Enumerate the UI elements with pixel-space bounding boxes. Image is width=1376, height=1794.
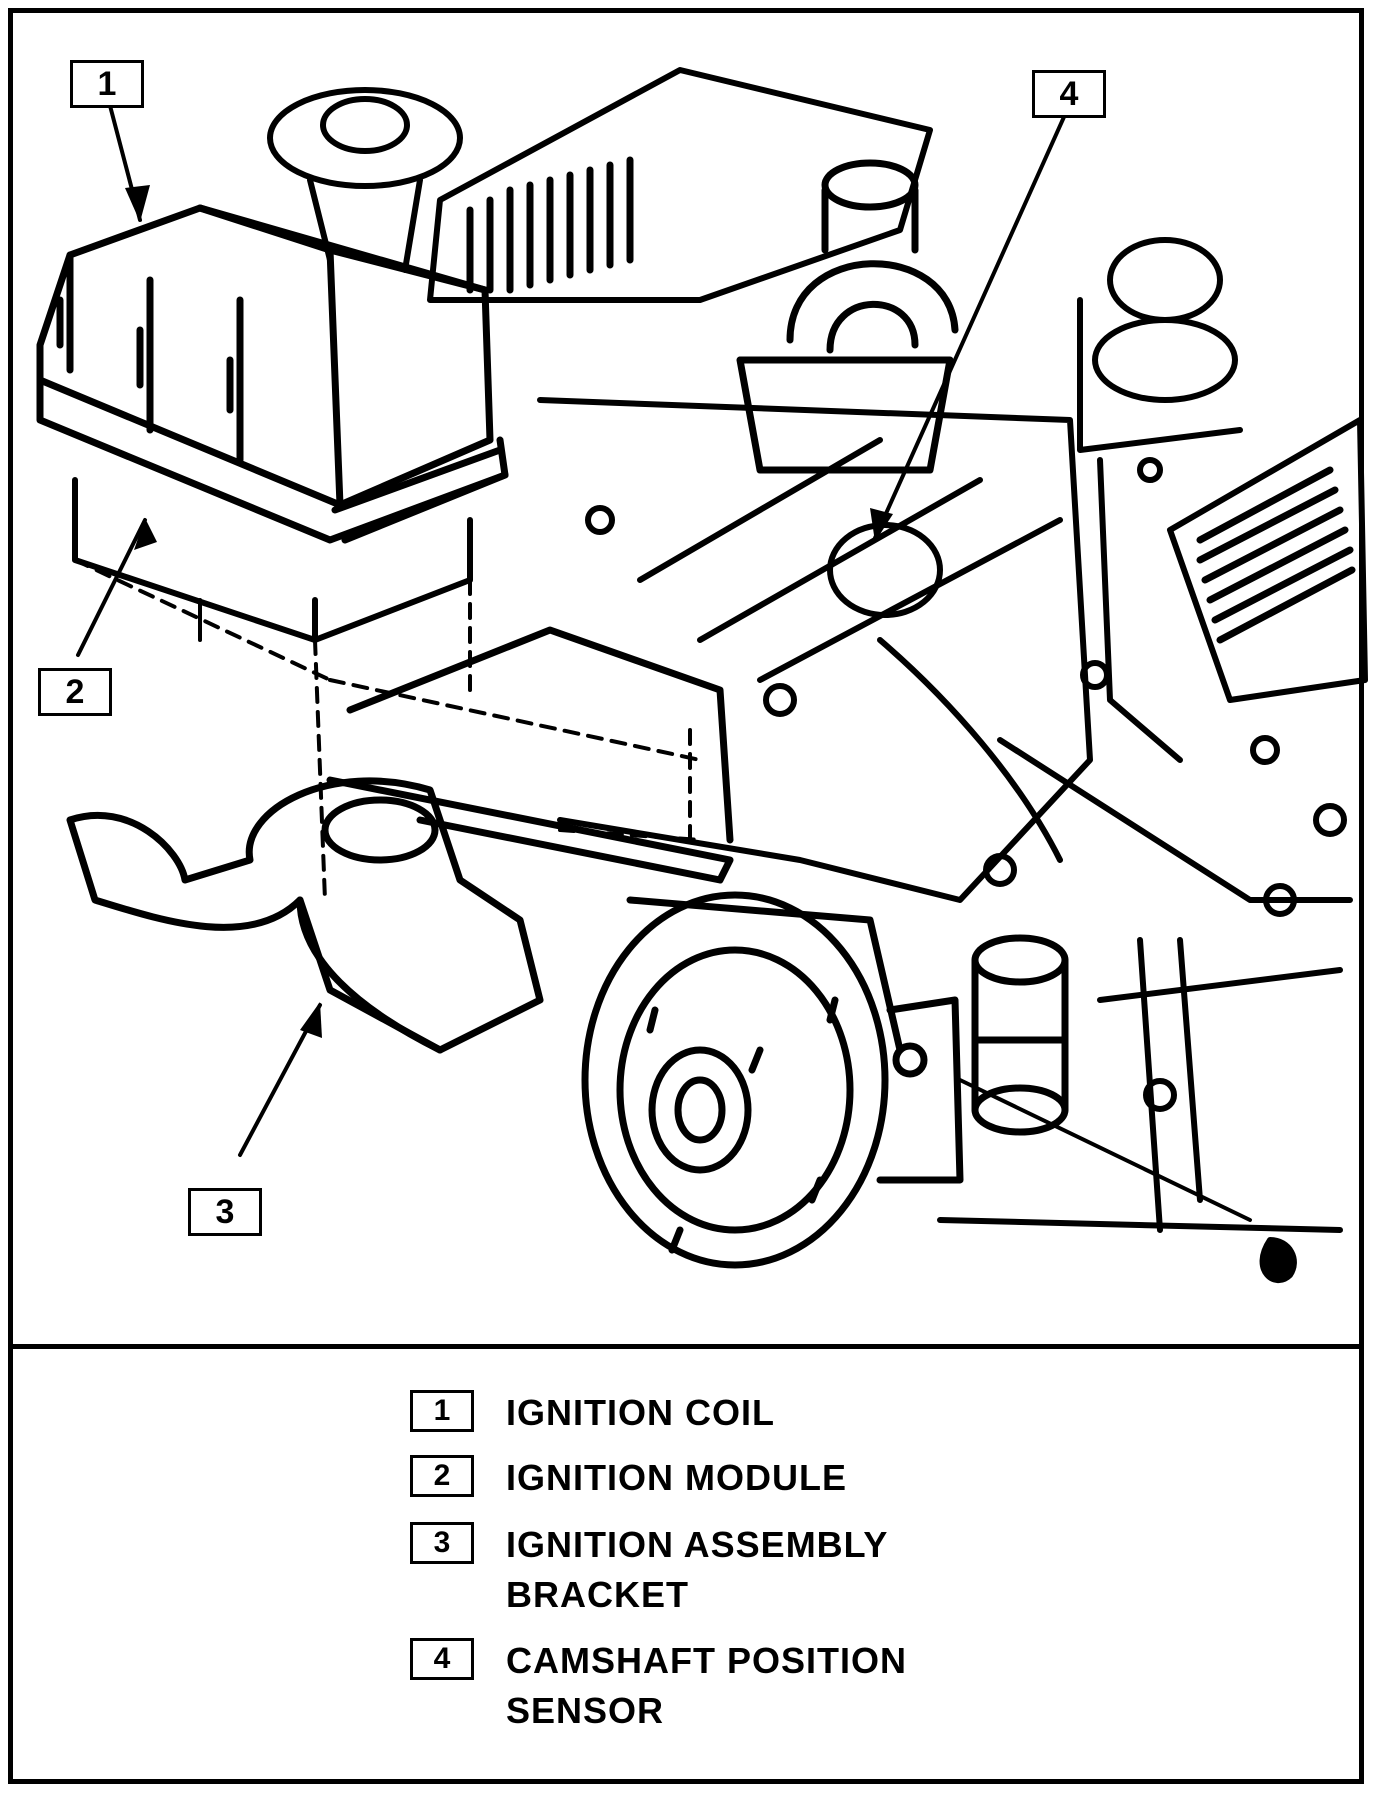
leader-lines (76, 96, 1252, 1222)
oil-filler-neck (267, 87, 463, 273)
callout-ignition-module: 2 (38, 668, 112, 716)
legend-number: 1 (410, 1390, 474, 1432)
camshaft-position-sensor (626, 896, 1069, 1184)
intake-manifold-right (1077, 237, 1243, 763)
legend-label: IGNITION ASSEMBLY BRACKET (506, 1524, 889, 1615)
engine-illustration (36, 67, 1368, 1283)
ignition-module (72, 477, 473, 643)
callout-camshaft-sensor: 4 (1032, 70, 1106, 118)
right-valve-cover (1167, 417, 1368, 703)
ignition-coil-assembly (36, 204, 509, 544)
legend-label: IGNITION MODULE (506, 1457, 847, 1498)
ignition-bracket (66, 626, 734, 1054)
legend-label: CAMSHAFT POSITION SENSOR (506, 1640, 907, 1731)
callout-ignition-bracket: 3 (188, 1188, 262, 1236)
oil-pan-rail (937, 967, 1343, 1283)
crankshaft-pulley (581, 891, 889, 1269)
diagram-frame (8, 8, 1364, 1784)
intake-elbow (736, 159, 959, 474)
legend-divider (8, 1344, 1360, 1349)
engine-block (537, 397, 1353, 1233)
legend-label: IGNITION COIL (506, 1392, 775, 1433)
assembly-dashes (73, 558, 702, 902)
arrowheads (125, 185, 893, 1038)
bolts (585, 457, 1347, 1112)
legend-number: 4 (410, 1638, 474, 1680)
legend-number: 2 (410, 1455, 474, 1497)
callout-ignition-coil: 1 (70, 60, 144, 108)
left-valve-cover (427, 67, 933, 303)
legend-number: 3 (410, 1522, 474, 1564)
